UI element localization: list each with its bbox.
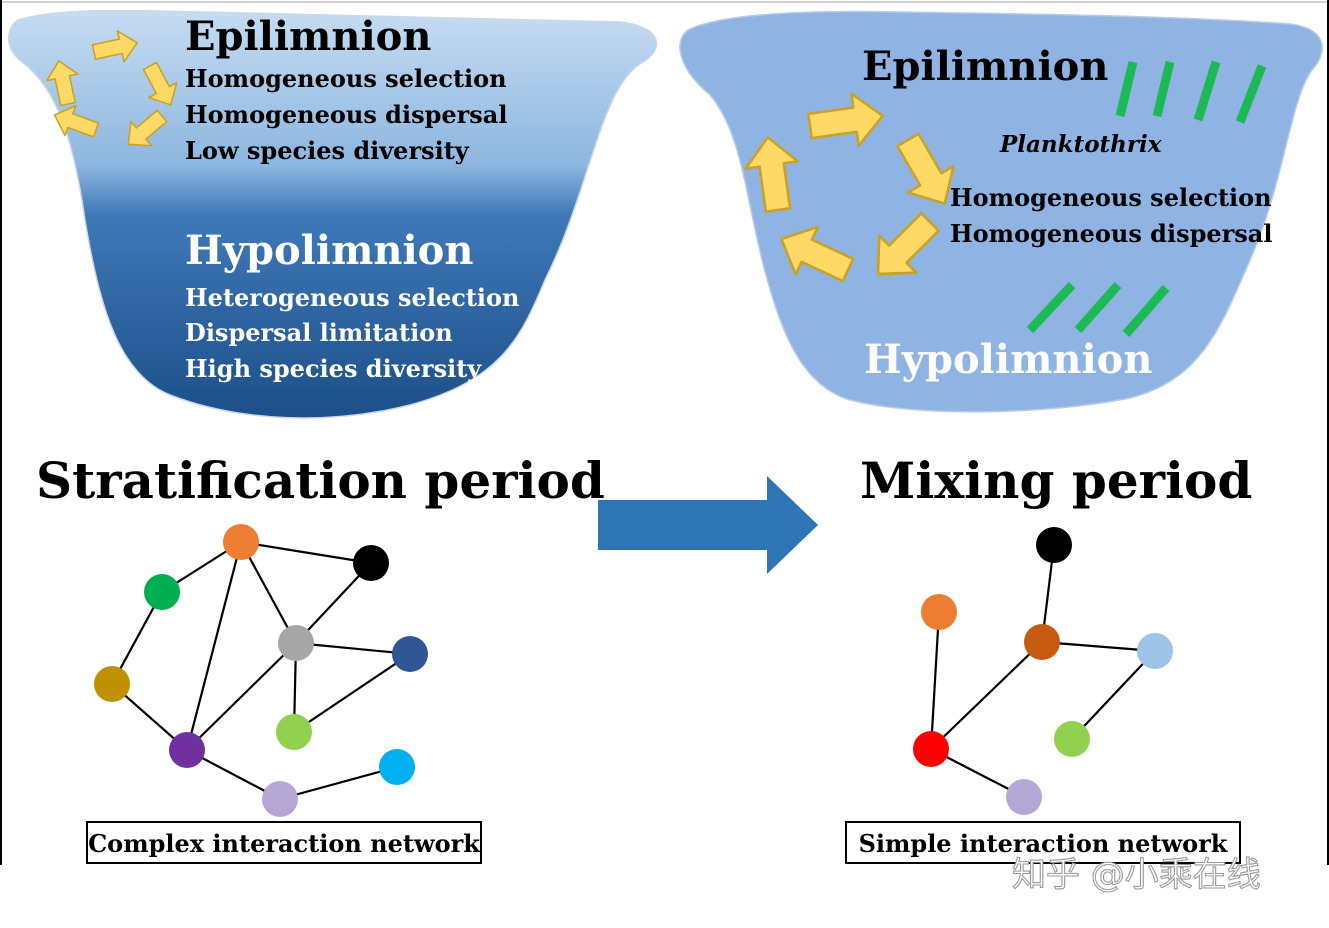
complex-network-label-box: [86, 821, 482, 864]
network-nodes: [913, 527, 1173, 815]
mixing-period-label: Mixing period: [860, 451, 1252, 510]
mix-epi-line-1: Homogeneous selection: [950, 183, 1272, 212]
strat-hypo-line-3: High species diversity: [185, 354, 482, 383]
mix-epilimnion-title: Epilimnion: [862, 43, 1108, 90]
strat-hypo-line-1: Heterogeneous selection: [185, 283, 520, 312]
network-edge: [185, 541, 243, 751]
mixing-network: [913, 527, 1173, 815]
network-node-black: [1036, 527, 1072, 563]
network-edge: [295, 562, 372, 644]
stratification-period-label: Stratification period: [36, 451, 605, 510]
strat-epilimnion-title: Epilimnion: [185, 13, 431, 60]
network-edge: [240, 540, 372, 565]
network-node-lightgreen: [276, 714, 312, 750]
network-node-cyan: [379, 749, 415, 785]
simple-network-label-box: [845, 821, 1241, 864]
network-edge: [1071, 650, 1156, 740]
network-node-orange: [223, 524, 259, 560]
network-nodes: [94, 524, 428, 817]
network-node-purple: [169, 732, 205, 768]
simple-network-label: Simple interaction network: [859, 829, 1229, 858]
network-edge: [293, 653, 411, 733]
network-edge: [279, 765, 398, 801]
network-edge: [186, 642, 297, 751]
strat-hypo-line-2: Dispersal limitation: [185, 318, 453, 347]
network-edge: [930, 641, 1043, 750]
strat-hypolimnion-title: Hypolimnion: [185, 227, 473, 274]
stratification-lake: [8, 9, 658, 419]
network-edge: [1041, 640, 1156, 653]
transition-arrow-icon: [598, 476, 818, 574]
network-edge: [929, 611, 941, 750]
mix-epi-line-2: Homogeneous dispersal: [950, 219, 1272, 248]
strat-epi-line-1: Homogeneous selection: [185, 64, 507, 93]
network-edges: [929, 544, 1156, 798]
network-node-lightblue: [1137, 633, 1173, 669]
strat-epi-line-2: Homogeneous dispersal: [185, 100, 507, 129]
network-edge: [240, 541, 297, 644]
planktothrix-label: Planktothrix: [999, 131, 1162, 158]
complex-network-label: Complex interaction network: [88, 829, 481, 858]
network-node-lavender: [1006, 779, 1042, 815]
network-edge: [295, 641, 411, 656]
network-node-black: [353, 545, 389, 581]
network-node-lavender: [262, 781, 298, 817]
network-node-gray: [278, 625, 314, 661]
network-node-brown: [1024, 624, 1060, 660]
stratification-network: [94, 524, 428, 817]
strat-epi-line-3: Low species diversity: [185, 136, 470, 165]
network-node-lightgreen: [1054, 721, 1090, 757]
network-node-red: [913, 731, 949, 767]
mix-hypolimnion-title: Hypolimnion: [864, 336, 1152, 383]
watermark: 知乎 @小乘在线: [1012, 855, 1261, 895]
network-node-navy: [392, 636, 428, 672]
network-node-green: [144, 574, 180, 610]
planktothrix-icon: [1026, 60, 1267, 337]
network-node-olive: [94, 666, 130, 702]
network-node-orange: [921, 594, 957, 630]
